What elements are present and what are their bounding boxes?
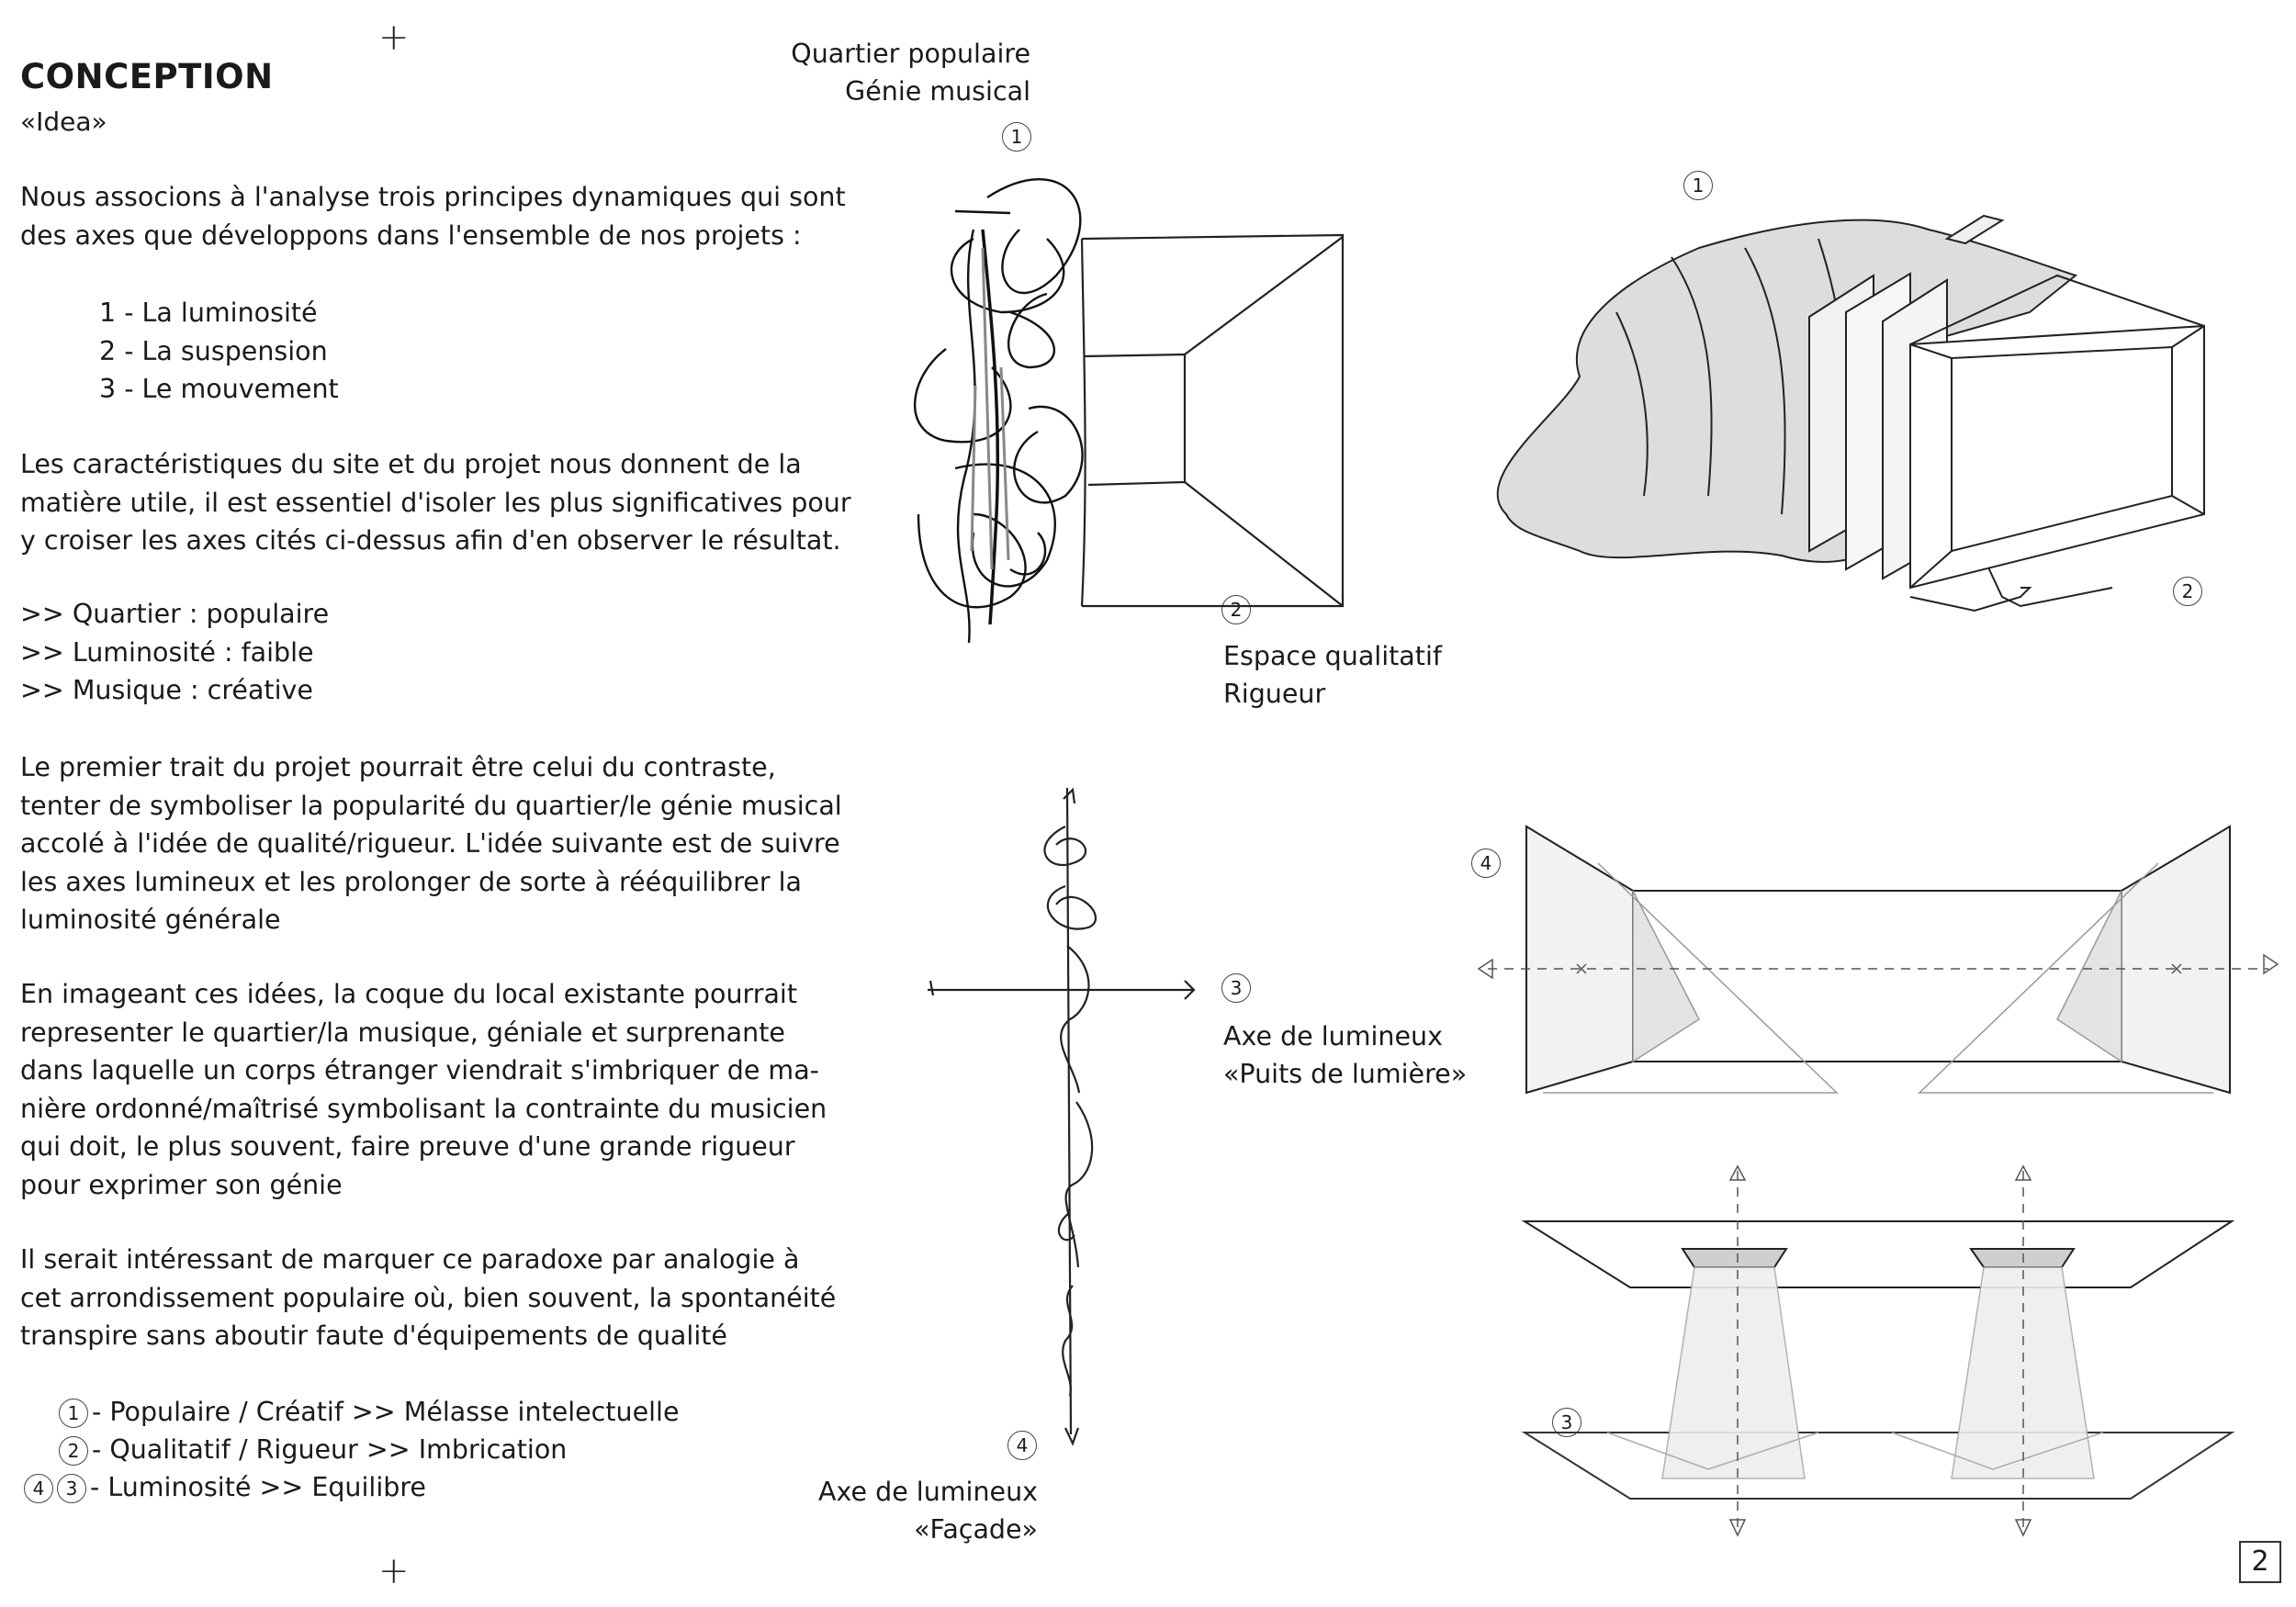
room-sketch xyxy=(1526,826,2230,1093)
room-light-beams xyxy=(1543,863,2213,1093)
plates-light-cones xyxy=(1607,1267,2103,1478)
scribble-sketch xyxy=(915,179,1082,643)
scribble-box-sketch xyxy=(1082,235,1343,606)
draped-volume-sketch xyxy=(1498,216,2204,611)
plates-sketch xyxy=(1525,1221,2232,1499)
axis-sketch xyxy=(928,788,1194,1444)
